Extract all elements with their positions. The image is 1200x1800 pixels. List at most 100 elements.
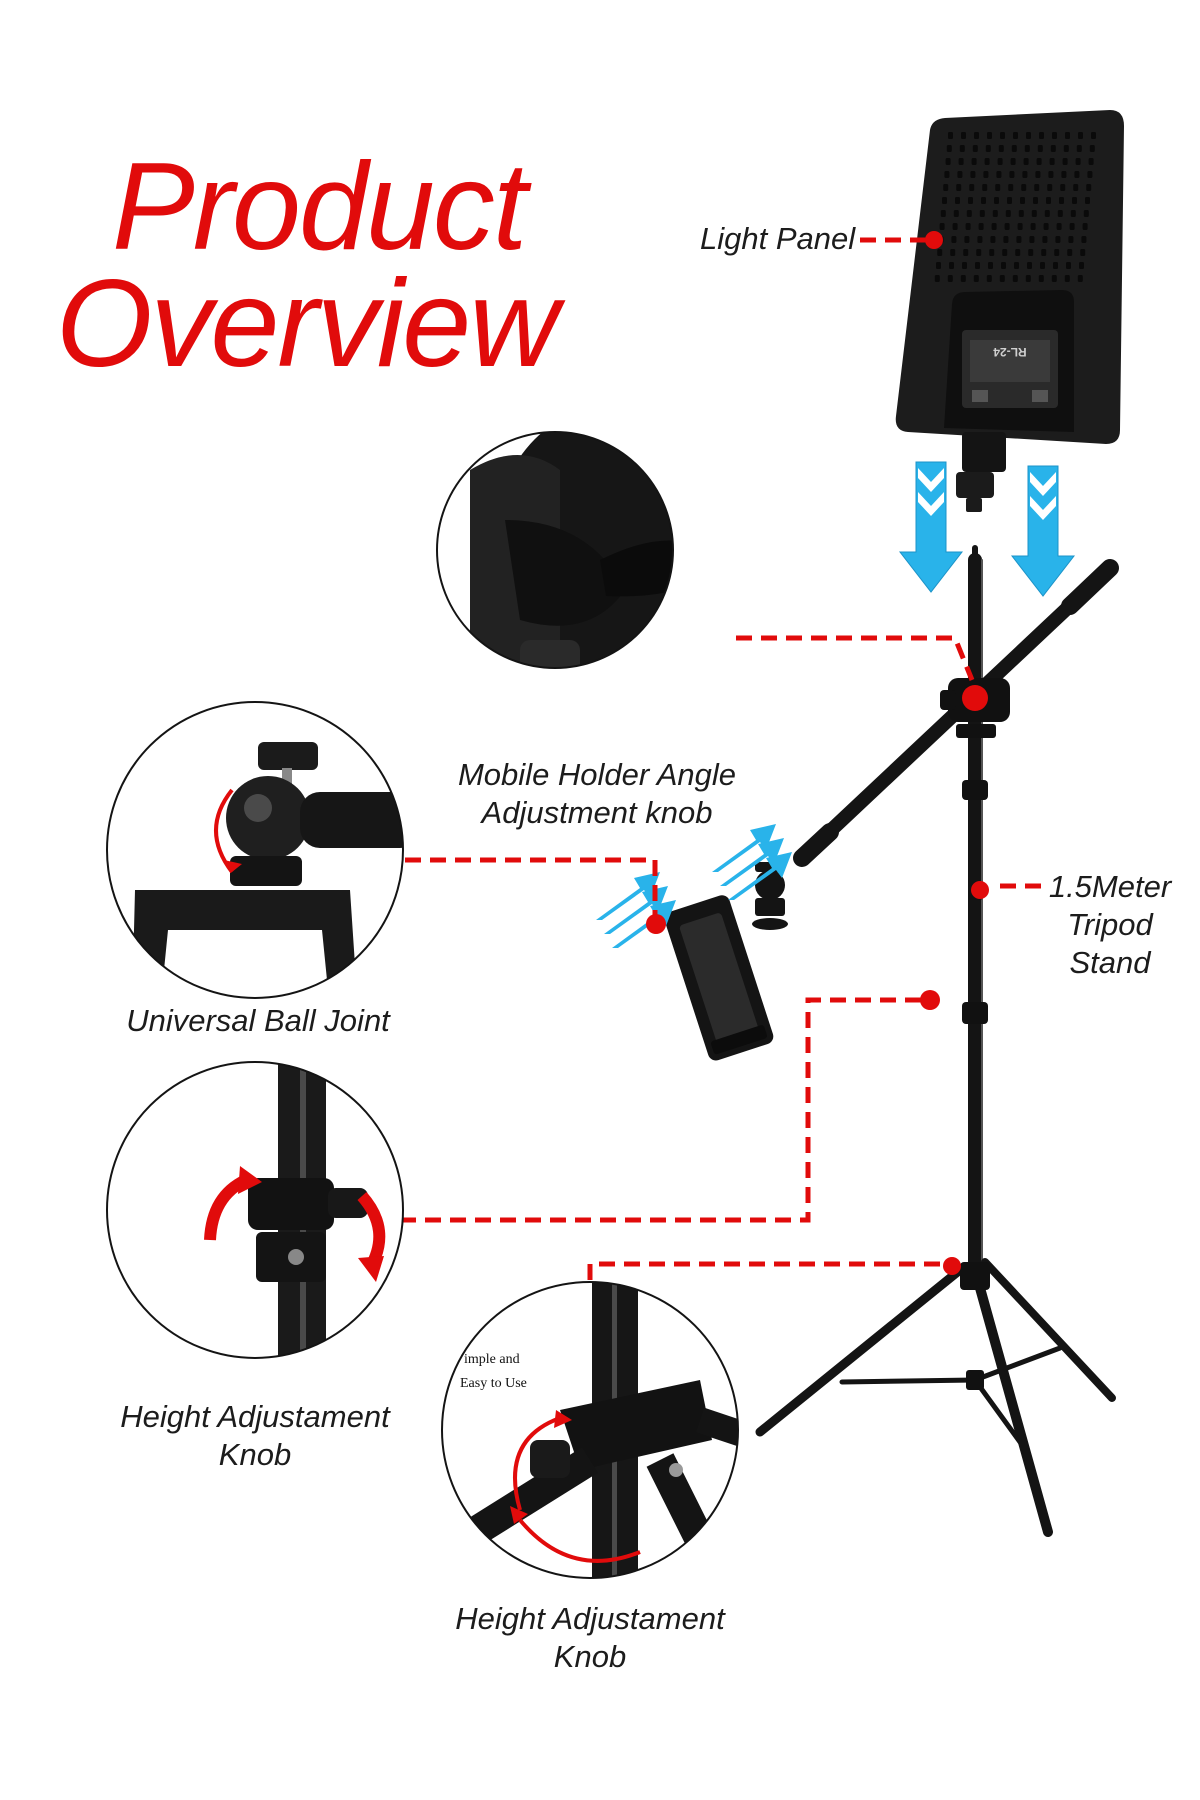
vent-hole	[1074, 171, 1080, 178]
vent-hole	[1027, 262, 1032, 269]
vent-hole	[1009, 171, 1015, 178]
vent-hole	[1000, 132, 1005, 139]
vent-hole	[1001, 262, 1006, 269]
vent-hole	[989, 249, 995, 256]
vent-hole	[991, 223, 997, 230]
vent-hole	[934, 275, 940, 282]
vent-hole	[986, 275, 992, 282]
vent-hole	[1028, 249, 1034, 256]
vent-hole	[1040, 262, 1045, 269]
label-height-knob-2-line1: Height Adjustament	[455, 1601, 725, 1636]
vent-hole	[1020, 197, 1025, 204]
vent-hole	[1029, 236, 1035, 243]
vent-hole	[942, 197, 947, 204]
vent-hole	[961, 132, 966, 139]
vent-hole	[1091, 132, 1096, 139]
vent-hole	[1085, 197, 1090, 204]
vent-hole	[970, 171, 976, 178]
vent-hole	[1082, 223, 1088, 230]
vent-hole	[1043, 223, 1049, 230]
vent-hole	[996, 171, 1002, 178]
vent-hole	[937, 249, 943, 256]
panel-model-text: RL-24	[993, 345, 1027, 359]
inset-text-line1: imple and	[464, 1352, 520, 1367]
vent-hole	[990, 236, 996, 243]
vent-hole	[963, 249, 969, 256]
vent-hole	[998, 145, 1004, 152]
vent-hole	[1089, 145, 1095, 152]
vent-hole	[962, 262, 967, 269]
vent-hole	[974, 132, 979, 139]
vent-hole	[1072, 197, 1077, 204]
vent-hole	[1048, 171, 1054, 178]
vent-hole	[1015, 249, 1021, 256]
vent-hole	[1051, 275, 1057, 282]
vent-hole	[955, 197, 960, 204]
vent-hole	[978, 223, 984, 230]
label-holder-knob: Mobile Holder Angle Adjustment knob	[432, 756, 762, 832]
vent-hole	[1013, 132, 1018, 139]
vent-hole	[1042, 236, 1048, 243]
vent-hole	[1062, 158, 1068, 165]
vent-hole	[1061, 171, 1067, 178]
title-line-1: Product	[112, 138, 527, 276]
vent-hole	[948, 132, 953, 139]
vent-hole	[985, 145, 991, 152]
vent-hole	[1041, 249, 1047, 256]
vent-hole	[1014, 262, 1019, 269]
vent-hole	[1010, 158, 1016, 165]
label-tripod-line1: 1.5Meter	[1048, 869, 1172, 904]
vent-hole	[966, 210, 972, 217]
vent-hole	[1054, 249, 1060, 256]
vent-hole	[1044, 210, 1050, 217]
vent-hole	[1034, 184, 1040, 191]
vent-hole	[960, 275, 966, 282]
vent-hole	[1081, 236, 1087, 243]
vent-hole	[1052, 132, 1057, 139]
vent-hole	[1053, 262, 1058, 269]
vent-hole	[1079, 262, 1084, 269]
vent-hole	[1024, 145, 1030, 152]
vent-hole	[952, 223, 958, 230]
vent-hole	[944, 171, 950, 178]
vent-hole	[1021, 184, 1027, 191]
leader-dots	[646, 231, 989, 1275]
vent-hole	[987, 132, 992, 139]
vent-hole	[1066, 262, 1071, 269]
vent-hole	[1050, 145, 1056, 152]
vent-hole	[1055, 236, 1061, 243]
vent-hole	[979, 210, 985, 217]
vent-hole	[957, 171, 963, 178]
vent-hole	[953, 210, 959, 217]
vent-hole	[975, 262, 980, 269]
vent-hole	[958, 158, 964, 165]
vent-hole	[1083, 210, 1089, 217]
vent-hole	[1025, 275, 1031, 282]
vent-hole	[959, 145, 965, 152]
vent-hole	[1022, 171, 1028, 178]
leader-lines	[400, 237, 1046, 1280]
vent-hole	[984, 158, 990, 165]
vent-hole	[1012, 275, 1018, 282]
holder-insert-arrows	[596, 824, 792, 948]
vent-hole	[1064, 275, 1070, 282]
vent-hole	[976, 249, 982, 256]
label-ball-joint: Universal Ball Joint	[126, 1003, 390, 1038]
vent-hole	[982, 184, 988, 191]
label-tripod-line3: Stand	[1069, 945, 1151, 980]
vent-hole	[1086, 184, 1092, 191]
vent-hole	[1059, 197, 1064, 204]
vent-hole	[994, 197, 999, 204]
vent-hole	[1065, 132, 1070, 139]
label-holder-knob-line2: Adjustment knob	[481, 795, 713, 830]
vent-hole	[1073, 184, 1079, 191]
vent-hole	[1069, 223, 1075, 230]
vent-hole	[1002, 249, 1008, 256]
vent-hole	[939, 223, 945, 230]
vent-hole	[1008, 184, 1014, 191]
vent-hole	[1049, 158, 1055, 165]
vent-hole	[943, 184, 949, 191]
label-height-knob-1-line1: Height Adjustament	[120, 1399, 390, 1434]
